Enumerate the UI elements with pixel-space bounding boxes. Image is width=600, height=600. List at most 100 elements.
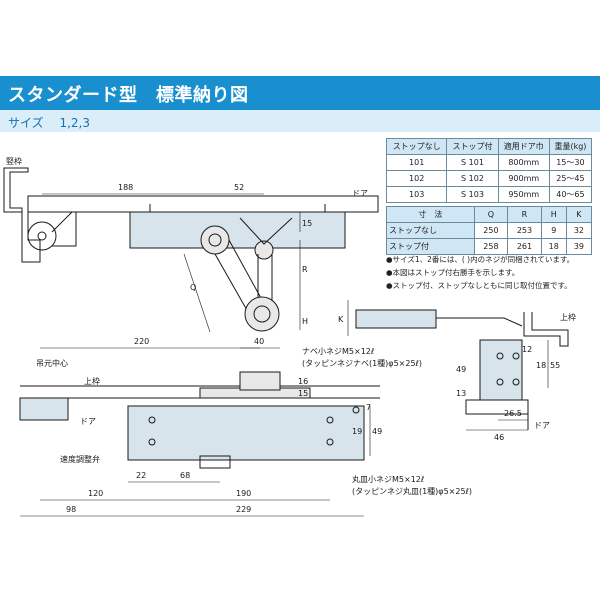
upper-frame-label-front: 上枠 — [84, 376, 100, 386]
table-row-label: ストップなし — [386, 222, 475, 239]
pinion-front — [239, 371, 281, 391]
dim-12: 12 — [522, 345, 532, 354]
table-cell: 39 — [565, 238, 593, 255]
door-label-top: ドア — [352, 189, 368, 198]
screw-top-line2: (タッピンネジナベ(1種)φ5×25ℓ) — [302, 358, 422, 368]
dim-22: 22 — [136, 471, 146, 480]
screw-bottom-line1: 丸皿小ネジM5×12ℓ — [352, 474, 424, 484]
dim-52: 52 — [234, 183, 244, 192]
pinion-outer — [200, 225, 230, 255]
table-header-cell: R — [507, 206, 542, 223]
size-label: サイズ — [8, 116, 44, 130]
elbow-outer — [244, 296, 280, 332]
front-view — [19, 347, 380, 517]
top-view — [3, 167, 379, 333]
dim-18: 18 — [536, 361, 546, 370]
table-header-cell: 重量(kg) — [548, 138, 593, 155]
note-line: ●本図はストップ付右勝手を示します。 — [386, 268, 520, 277]
dim-19: 19 — [352, 427, 362, 436]
pinion-inner — [208, 233, 222, 247]
size-value: 1,2,3 — [59, 116, 91, 130]
pivot-circle — [27, 221, 57, 251]
bracket-hole — [512, 352, 520, 360]
door-label-section: ドア — [534, 421, 550, 430]
table-header-cell: ストップなし — [385, 138, 448, 155]
jamb-frame — [3, 167, 29, 213]
arm-lower — [51, 211, 77, 247]
table-row: ストップ付 258 261 18 39 — [386, 238, 593, 255]
upper-frame-label-section: 上枠 — [560, 312, 576, 322]
dim-190: 190 — [236, 489, 251, 498]
dim-K: K — [338, 315, 344, 324]
arm-section — [436, 317, 523, 327]
valve-block — [199, 455, 231, 469]
table-cell: 18 — [540, 238, 567, 255]
jamb-bracket — [21, 212, 41, 263]
table-cell: 15～30 — [548, 154, 593, 171]
title-text: スタンダード型 標準納り図 — [8, 85, 249, 106]
dim-R: R — [302, 265, 308, 274]
dim-26-5: 26.5 — [504, 409, 522, 418]
screw-hole — [326, 438, 334, 446]
upper-frame-section — [523, 312, 569, 347]
hinge-block — [19, 397, 69, 421]
dim-49-section: 49 — [456, 365, 466, 374]
dim-15-top: 15 — [302, 219, 312, 228]
dimension-table-header: 寸 法 Q R H K — [386, 206, 593, 223]
diagram-title: スタンダード型 標準納り図 — [0, 76, 600, 110]
dimension-table: 寸 法 Q R H K ストップなし 250 253 9 32 ストップ付 25… — [386, 206, 593, 255]
dim-40: 40 — [254, 337, 264, 346]
hanger-center-label: 吊元中心 — [36, 358, 68, 368]
dim-Q: Q — [190, 283, 196, 292]
dim-68: 68 — [180, 471, 190, 480]
bracket-triangle — [239, 217, 293, 245]
dim-229: 229 — [236, 505, 251, 514]
dim-H: H — [302, 317, 308, 326]
table-cell: 40～65 — [548, 186, 593, 203]
spec-table-header: ストップなし ストップ付 適用ドア巾 重量(kg) — [385, 138, 593, 155]
dim-220: 220 — [134, 337, 149, 346]
dim-55: 55 — [550, 361, 560, 370]
bracket-hole — [512, 378, 520, 386]
notes: ●サイズ1、2番には、( )内のネジが同梱されています。 ●本図はストップ付右勝… — [386, 253, 596, 292]
table-header-cell: ストップ付 — [446, 138, 499, 155]
table-cell: 261 — [507, 238, 542, 255]
bracket-hole — [496, 352, 504, 360]
size-bar: サイズ 1,2,3 — [0, 110, 600, 132]
dim-line-Q — [183, 253, 211, 333]
valve-label: 速度調整弁 — [60, 454, 100, 464]
screw-bottom-line2: (タッピンネジ丸皿(1種)φ5×25ℓ) — [352, 486, 472, 496]
dim-98: 98 — [66, 505, 76, 514]
pivot-hole — [37, 231, 47, 241]
table-row: ストップなし 250 253 9 32 — [386, 222, 593, 239]
table-row-label: ストップ付 — [386, 238, 475, 255]
screw-hole — [352, 406, 360, 414]
note-line: ●サイズ1、2番には、( )内のネジが同梱されています。 — [386, 255, 575, 264]
closer-front — [127, 405, 365, 461]
screw-hole — [148, 416, 156, 424]
arm-joint — [254, 240, 274, 260]
bracket-hole — [496, 378, 504, 386]
closer-body — [129, 211, 346, 249]
table-header-cell: H — [540, 206, 567, 223]
table-header-cell: 適用ドア巾 — [497, 138, 550, 155]
dim-188: 188 — [118, 183, 133, 192]
dim-13: 13 — [456, 389, 466, 398]
table-row: 103 S 103 950mm 40～65 — [385, 186, 593, 203]
bracket-section — [479, 339, 523, 401]
section-view — [347, 300, 569, 431]
dim-120: 120 — [88, 489, 103, 498]
screw-hole — [148, 438, 156, 446]
elbow-inner — [253, 305, 271, 323]
closer-section — [355, 309, 437, 329]
dim-7: 7 — [366, 403, 371, 412]
screw-hole — [326, 416, 334, 424]
main-arm — [214, 239, 263, 313]
spec-table: ストップなし ストップ付 適用ドア巾 重量(kg) 101 S 101 800m… — [385, 138, 593, 203]
dim-46: 46 — [494, 433, 504, 442]
door-label-front: ドア — [80, 417, 96, 426]
screw-top-line1: ナベ小ネジM5×12ℓ — [302, 347, 374, 356]
table-cell: 103 — [385, 186, 448, 203]
dim-49-front: 49 — [372, 427, 382, 436]
